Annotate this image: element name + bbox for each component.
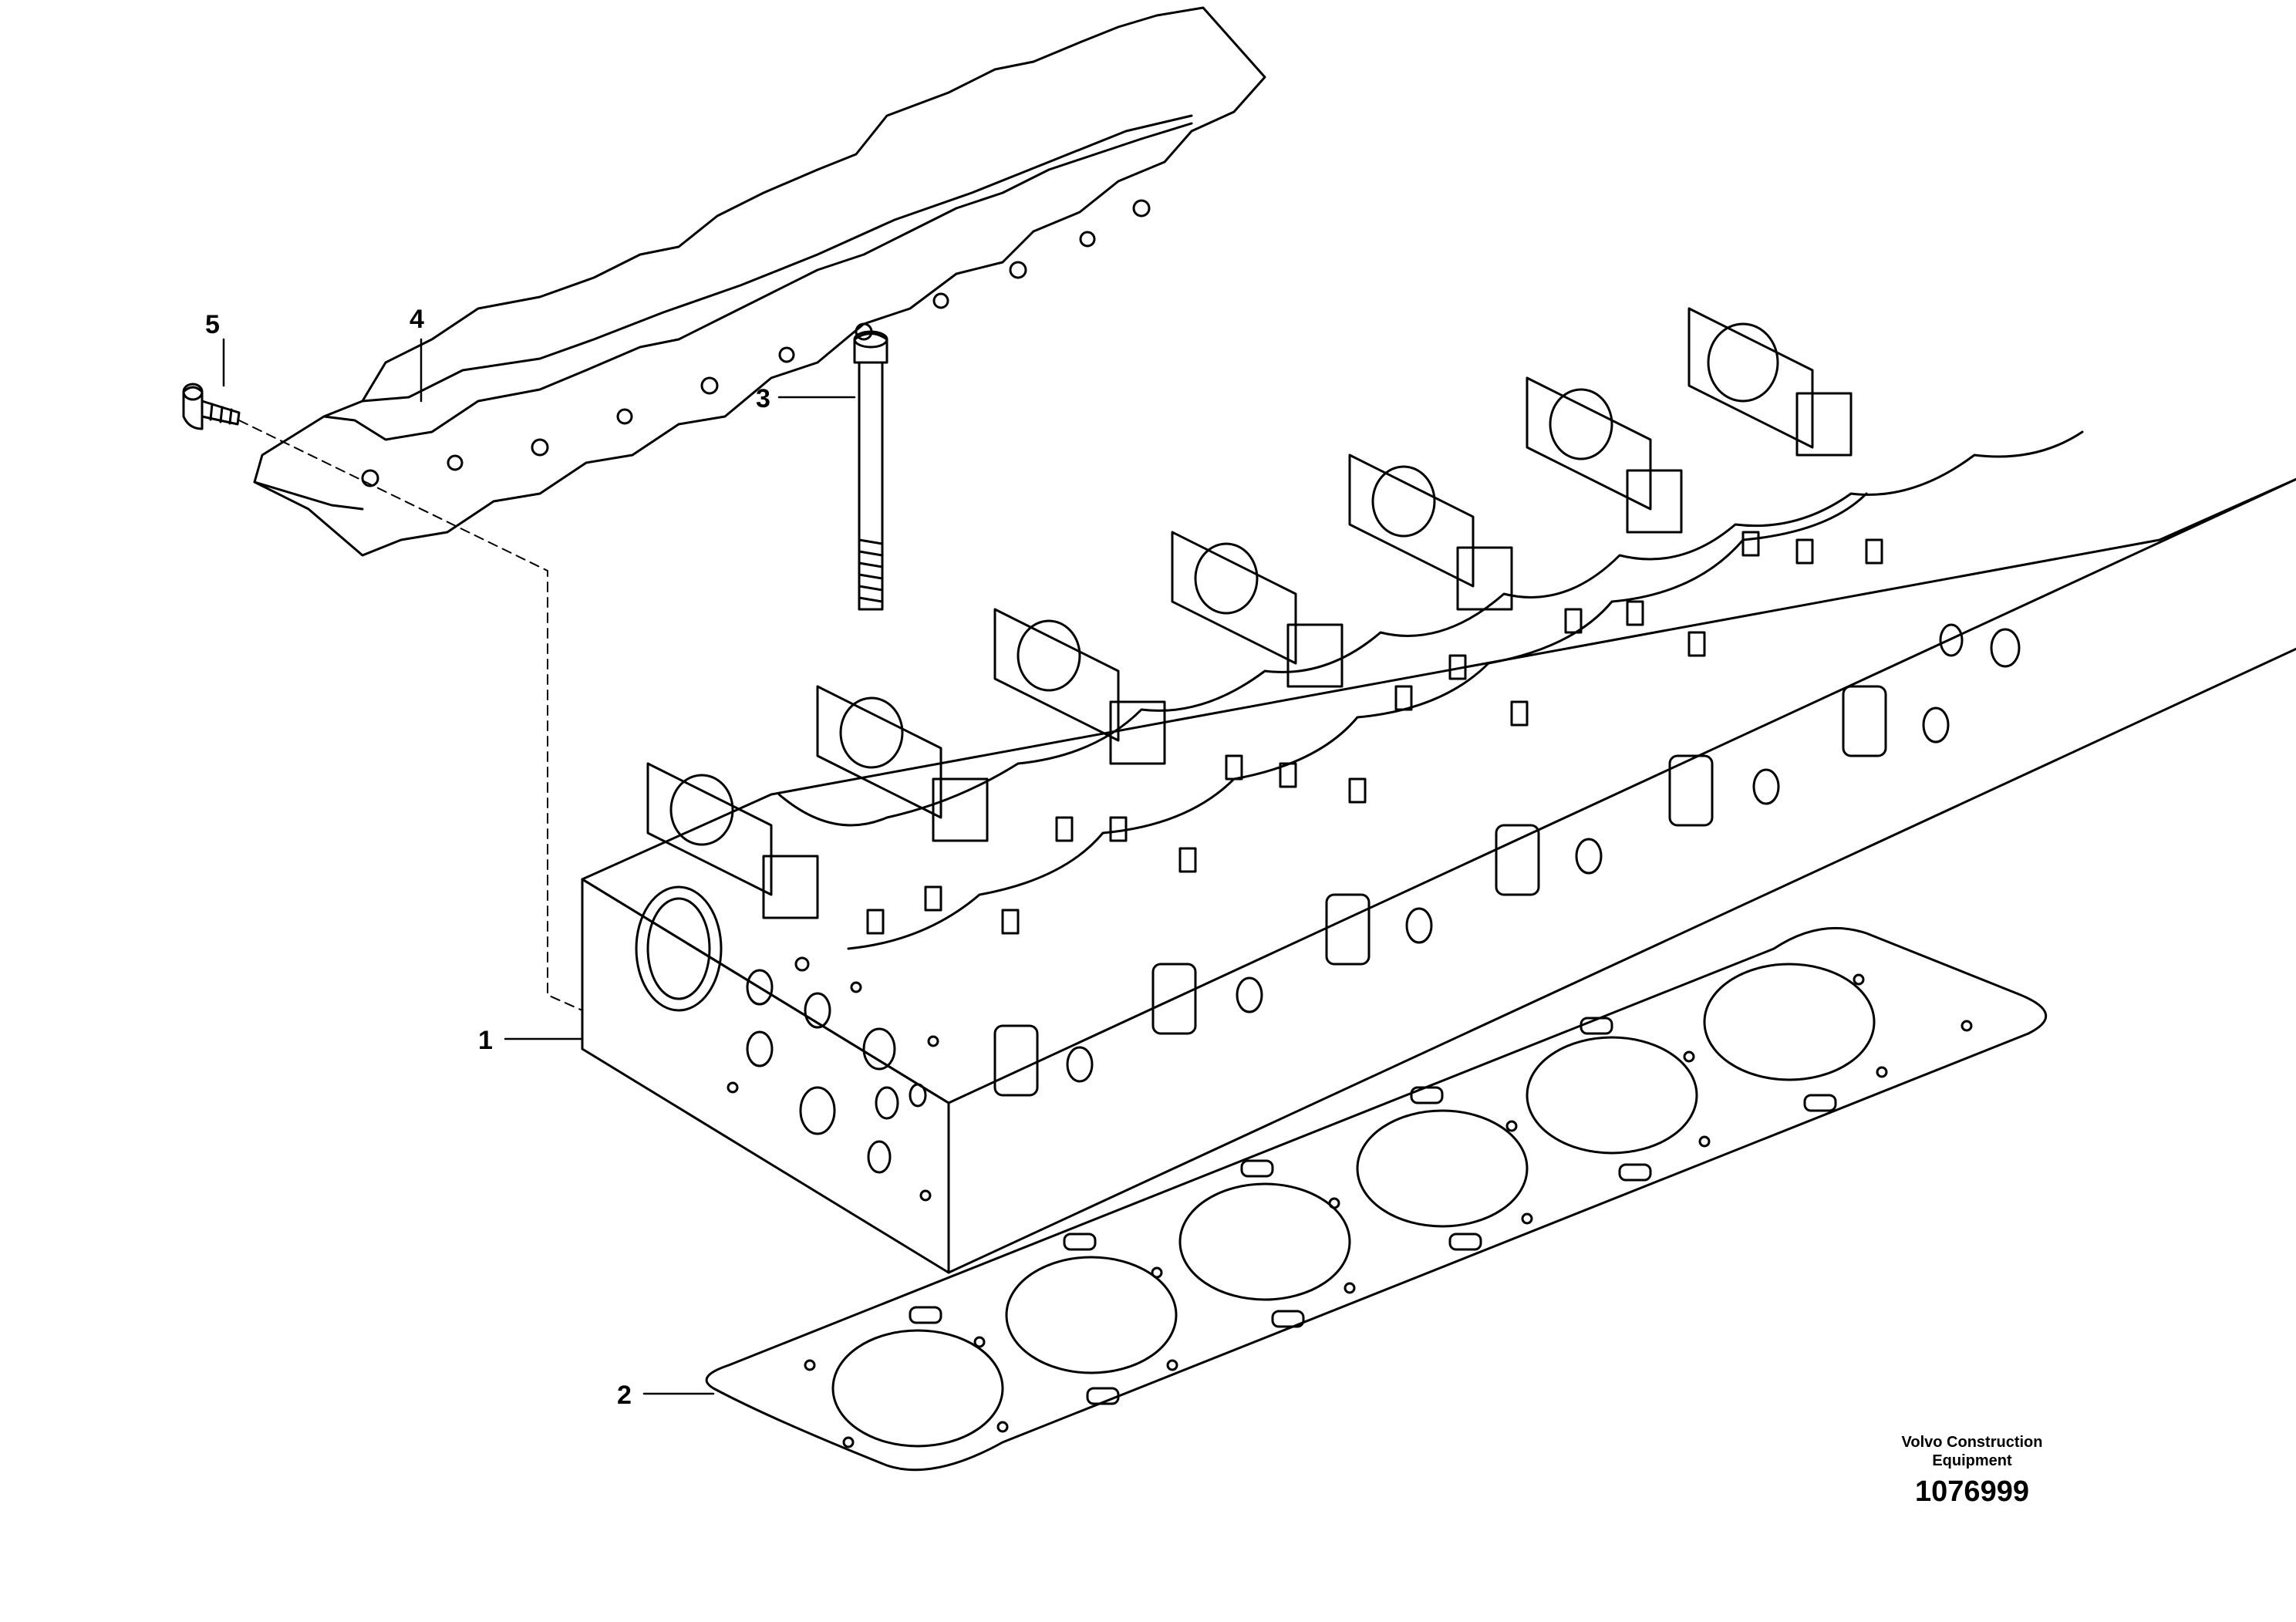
head-gasket-drawing: [705, 926, 2047, 1472]
callout-4: 4: [410, 305, 424, 334]
leader-lines: [222, 338, 856, 1395]
cable-bracket-drawing: [253, 6, 1266, 557]
head-bolt-drawing: [853, 330, 888, 611]
rocker-supports: [646, 307, 1814, 896]
brand-line-1: Volvo Construction: [1901, 1434, 2043, 1451]
callout-1: 1: [478, 1026, 493, 1055]
valve-springs: [866, 531, 1883, 935]
reference-number: 1076999: [1915, 1475, 2029, 1508]
callout-5: 5: [205, 310, 220, 339]
brand-label: Volvo Construction Equipment: [1891, 1433, 2053, 1470]
flange-screw-drawing: [182, 383, 241, 430]
injector-blocks: [762, 392, 1853, 919]
cylinder-head-drawing: [238, 307, 2296, 1274]
callout-3: 3: [756, 384, 770, 413]
brand-line-2: Equipment: [1932, 1452, 2012, 1469]
callout-2: 2: [617, 1381, 632, 1410]
